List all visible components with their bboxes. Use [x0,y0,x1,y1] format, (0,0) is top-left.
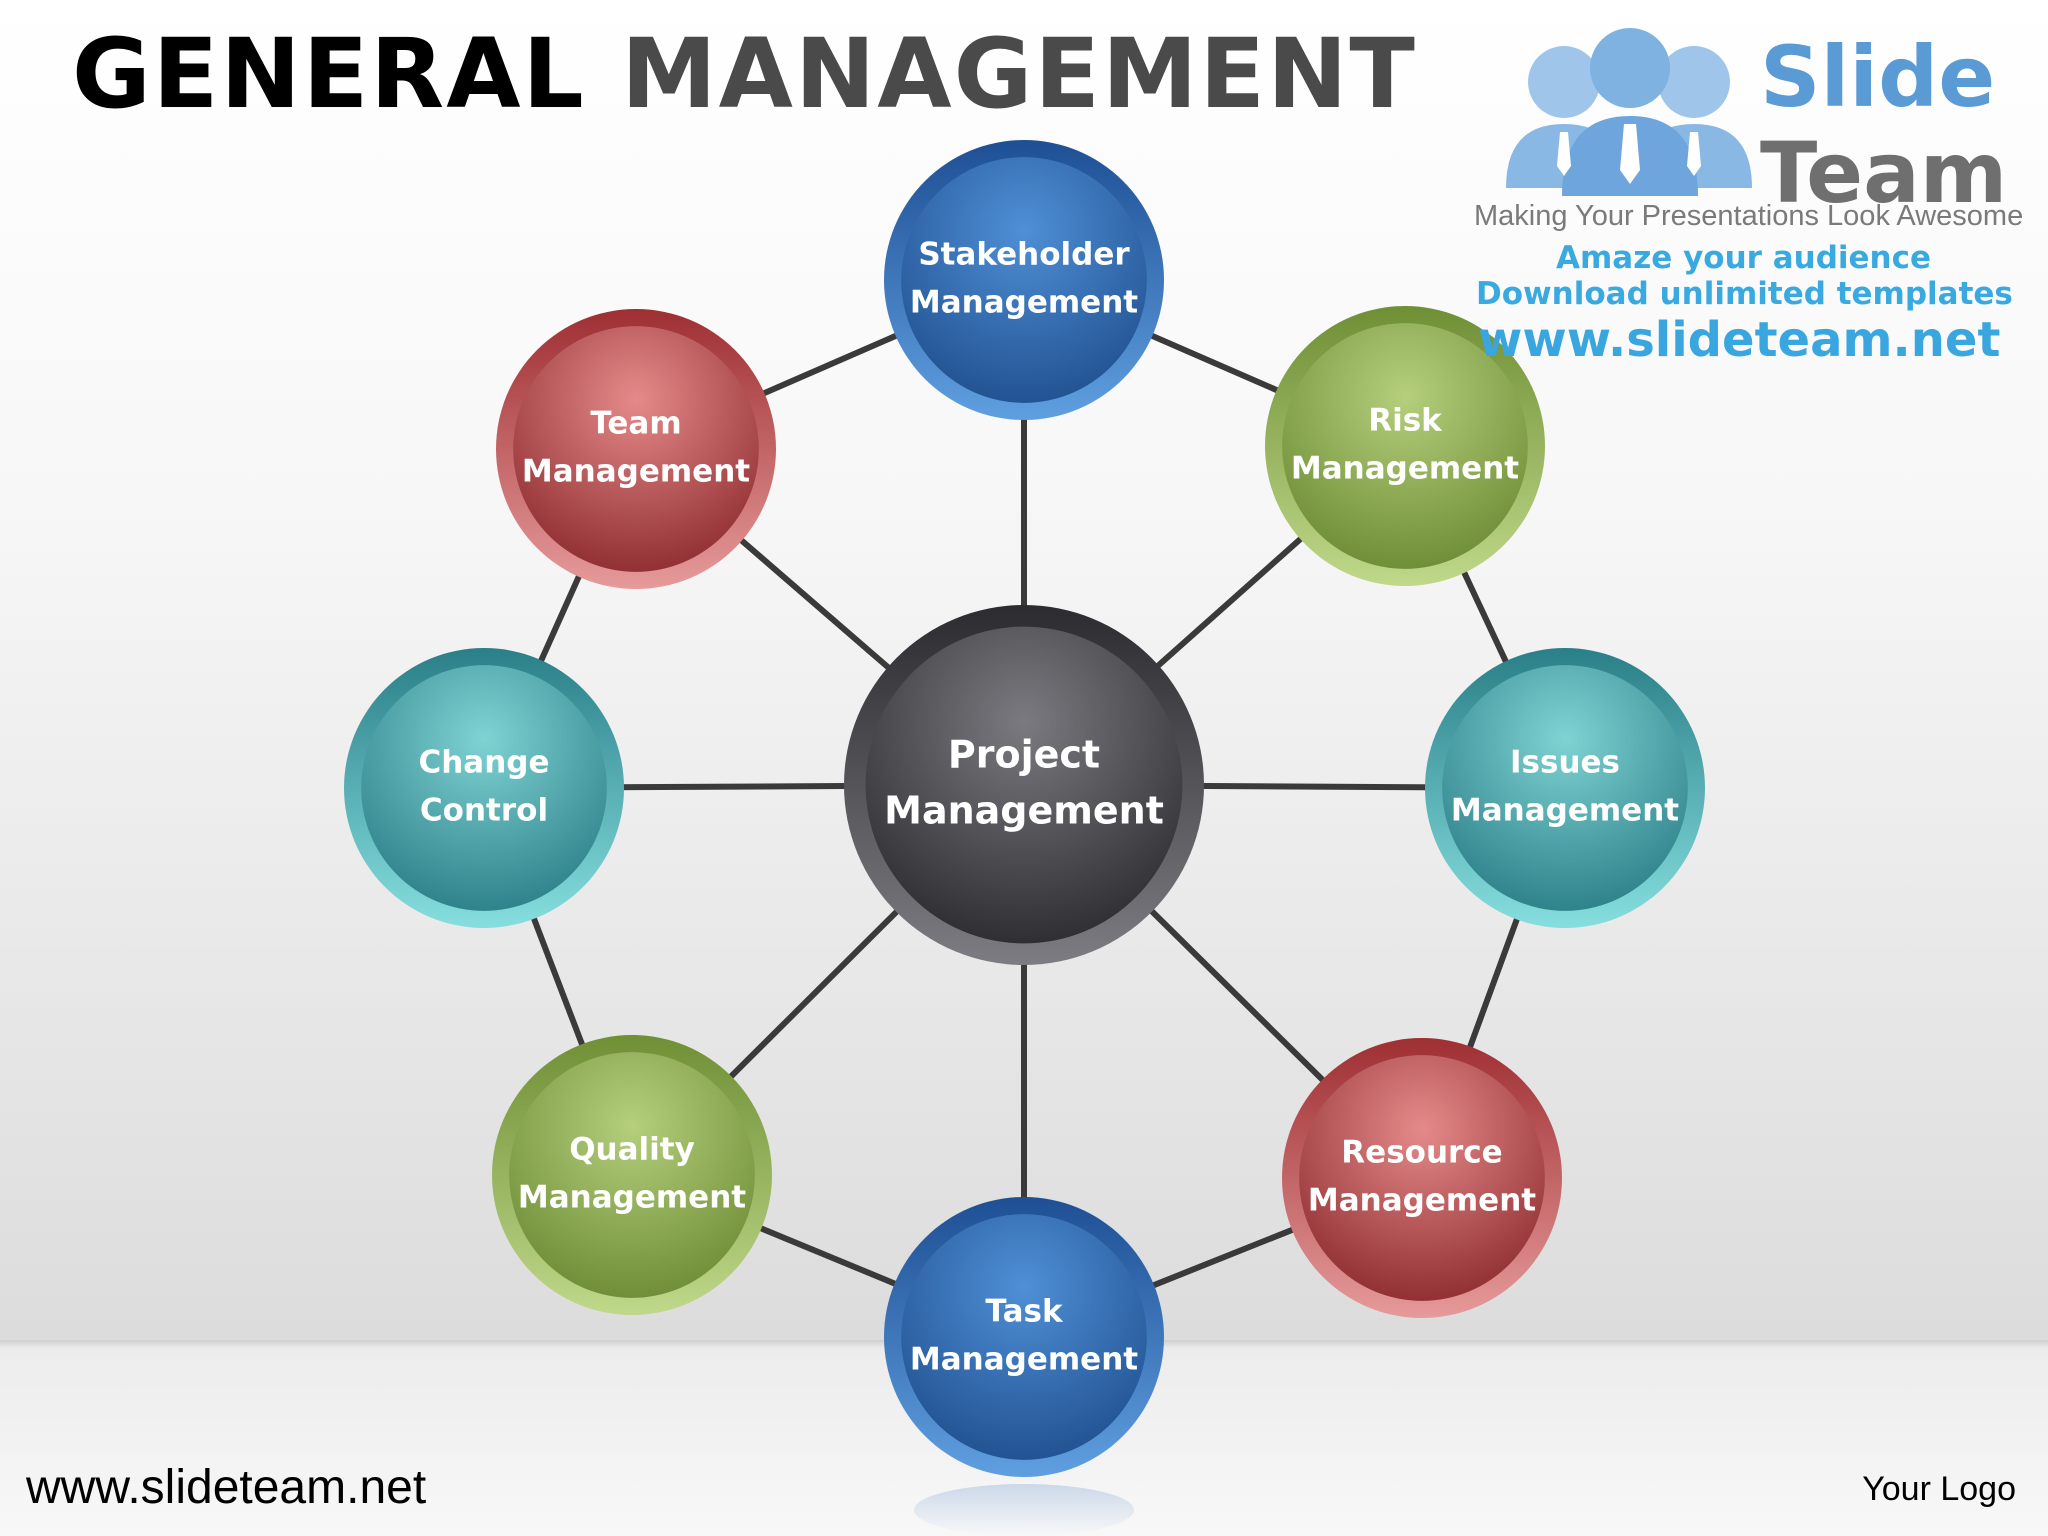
node-quality-label-line-1: Quality [569,1132,695,1168]
title-word-general: GENERAL [72,18,586,130]
node-resource-label-line-2: Management [1308,1183,1536,1219]
node-project-management-center-label-line-1: Project [948,733,1100,777]
nodes-layer: StakeholderManagementRiskManagementIssue… [344,140,1705,1477]
node-quality-label-line-2: Management [518,1180,746,1216]
node-team-face [513,326,759,572]
node-task-label-line-1: Task [985,1294,1064,1330]
node-risk-face [1282,323,1528,569]
node-quality-face [509,1052,755,1298]
node-issues-face [1442,665,1688,911]
node-change-label-line-1: Change [418,745,549,781]
node-project-management-center-label-line-2: Management [884,789,1164,833]
node-issues-label-line-1: Issues [1510,745,1620,781]
logo-word-team: Team [1760,124,2008,222]
node-stakeholder-face [901,157,1147,403]
node-stakeholder-label-line-2: Management [910,285,1138,321]
node-issues-label-line-2: Management [1451,793,1679,829]
node-team-label-line-1: Team [590,406,681,442]
node-team-label-line-2: Management [522,454,750,490]
node-risk-label-line-2: Management [1291,451,1519,487]
node-resource-label-line-1: Resource [1341,1135,1502,1171]
logo-promo-line-1: Amaze your audience [1556,240,1932,276]
people-icon [1506,28,1752,196]
node-task-label-line-2: Management [910,1342,1138,1378]
page-title: GENERAL MANAGEMENT [72,18,1417,130]
node-resource-face [1299,1055,1545,1301]
node-project-management-center-face [865,626,1183,944]
logo-promo-line-2: Download unlimited templates [1476,276,2013,312]
node-task-face [901,1214,1147,1460]
footer-website-link[interactable]: www.slideteam.net [26,1461,427,1514]
task-node-reflection [914,1484,1134,1536]
node-stakeholder-label-line-1: Stakeholder [918,237,1130,273]
node-risk-label-line-1: Risk [1368,403,1443,439]
slideteam-logo: Slide Team Making Your Presentations Loo… [1460,20,2024,380]
node-change-label-line-2: Control [420,793,548,829]
logo-website[interactable]: www.slideteam.net [1478,312,2001,368]
logo-tagline: Making Your Presentations Look Awesome [1474,200,2024,232]
title-word-management: MANAGEMENT [621,18,1417,130]
footer-logo-placeholder: Your Logo [1862,1470,2016,1508]
node-change-face [361,665,607,911]
logo-word-slide: Slide [1760,28,1996,126]
